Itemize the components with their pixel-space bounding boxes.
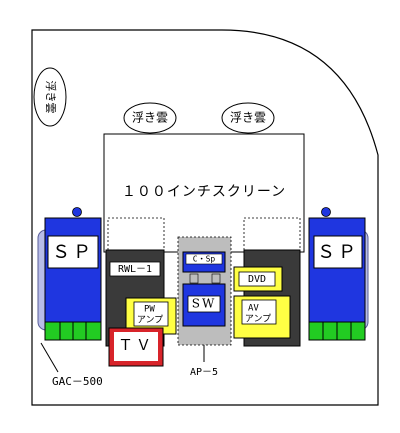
- rwl-label: RWL－1: [118, 264, 152, 275]
- right-speaker-tweeter-icon: [321, 207, 331, 217]
- center-sp-label: C・Sp: [193, 255, 216, 264]
- right-rack: DVD AV アンプ: [233, 217, 301, 347]
- stand-label: AP－5: [190, 367, 218, 378]
- left-speaker-label: ＳＰ: [52, 242, 94, 263]
- cable-callout-line: [40, 342, 59, 373]
- dvd-label: DVD: [248, 274, 266, 285]
- cloud-left: 浮き雲: [33, 67, 67, 127]
- tv: ＴＶ: [108, 327, 164, 367]
- cloud-left-label: 浮き雲: [44, 81, 57, 114]
- left-speaker-tweeter-icon: [72, 207, 82, 217]
- cloud-center-right-label: 浮き雲: [230, 111, 266, 125]
- right-speaker: ＳＰ: [308, 207, 369, 341]
- cloud-center-right: 浮き雲: [221, 102, 275, 134]
- cloud-center-left-label: 浮き雲: [132, 111, 168, 125]
- subwoofer-label: SW: [192, 297, 217, 311]
- screen-label: １００インチスクリーン: [122, 184, 286, 200]
- av-amp-sub-label: アンプ: [245, 314, 271, 325]
- pw-amp-sub-label: アンプ: [137, 315, 163, 326]
- cloud-center-left: 浮き雲: [123, 102, 177, 134]
- center-stand: C・Sp SW: [177, 236, 232, 346]
- projection-screen: １００インチスクリーン: [103, 133, 305, 253]
- right-speaker-label: ＳＰ: [317, 242, 359, 263]
- av-amp-label: AV: [248, 304, 259, 314]
- tv-label: ＴＶ: [118, 336, 154, 354]
- pw-amp-label: PW: [144, 305, 155, 315]
- cable-label: GAC－500: [52, 375, 103, 388]
- left-speaker: ＳＰ: [37, 207, 102, 341]
